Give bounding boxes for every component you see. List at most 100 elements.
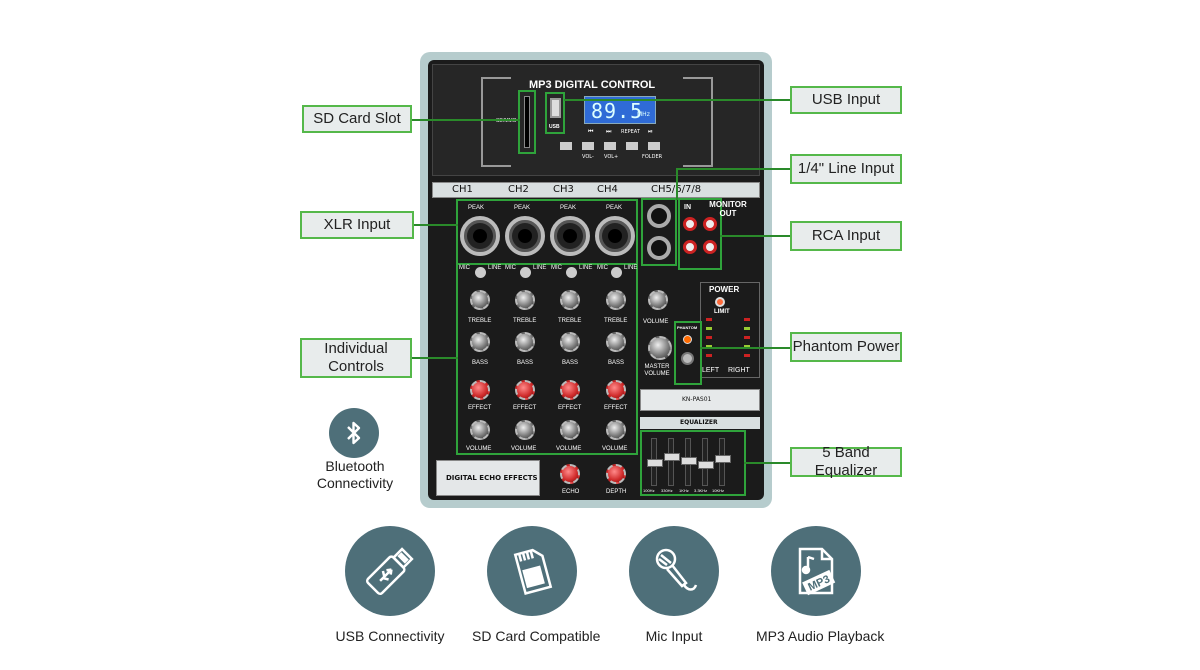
xlr-jack-ch1[interactable]: [460, 216, 500, 256]
volume-knob-ch4[interactable]: [606, 420, 626, 440]
mp3-button-2[interactable]: [582, 142, 594, 150]
eq-title: EQUALIZER: [680, 419, 718, 426]
eq-band-1khz: 1KHz: [679, 488, 689, 493]
folder-label: FOLDER: [642, 154, 663, 160]
effect-label-ch3: EFFECT: [558, 405, 582, 411]
treble-knob-ch3[interactable]: [560, 332, 580, 352]
line-label-ch1: LINE: [488, 265, 502, 271]
volume-label-ch1: VOLUME: [466, 446, 492, 452]
mic-line-switch-ch2[interactable]: [520, 267, 531, 278]
monitor-jack-2[interactable]: [703, 240, 717, 254]
master-volume-knob[interactable]: [648, 336, 672, 360]
gain-knob-ch2[interactable]: [515, 290, 535, 310]
sd-card-slot[interactable]: [518, 90, 536, 154]
left-label: LEFT: [702, 367, 720, 374]
xlr-jack-ch2[interactable]: [505, 216, 545, 256]
individual-controls-callout: Individual Controls: [300, 338, 412, 378]
depth-knob[interactable]: [606, 464, 626, 484]
treble-label-ch4: TREBLE: [604, 318, 628, 324]
effect-label-ch1: EFFECT: [468, 405, 492, 411]
ch3-label: CH3: [553, 184, 574, 195]
line-label-ch4: LINE: [624, 265, 638, 271]
lcd-unit: MHz: [637, 111, 650, 118]
phantom-button[interactable]: [681, 352, 694, 365]
eq-fader-1khz[interactable]: [681, 438, 697, 486]
feature-sd-label: SD Card Compatible: [472, 628, 601, 644]
feature-mp3: MP3 MP3 Audio Playback: [756, 526, 884, 644]
line-jack-2[interactable]: [647, 236, 671, 260]
phantom-led: [683, 335, 692, 344]
feature-mp3-circle: MP3: [771, 526, 861, 616]
rca-jack-2[interactable]: [683, 240, 697, 254]
effect-knob-ch1[interactable]: [470, 380, 490, 400]
feature-sd: SD Card Compatible: [472, 526, 601, 644]
gain-knob-ch4[interactable]: [606, 290, 626, 310]
mp3-bracket-right: [683, 77, 713, 167]
effect-knob-ch3[interactable]: [560, 380, 580, 400]
transport-next: ⏭: [606, 128, 612, 135]
usb-port[interactable]: USB: [545, 92, 565, 134]
effect-label-ch4: EFFECT: [604, 405, 628, 411]
bass-label-ch4: BASS: [608, 360, 625, 366]
usb-input-callout: USB Input: [790, 86, 902, 114]
volume-knob-ch2[interactable]: [515, 420, 535, 440]
eq-fader-10khz[interactable]: [715, 438, 731, 486]
mic-label-ch3: MIC: [551, 265, 562, 271]
volume-knob-ch3[interactable]: [560, 420, 580, 440]
five-band-eq-callout: 5 Band Equalizer: [790, 444, 902, 479]
bass-label-ch3: BASS: [562, 360, 579, 366]
echo-knob[interactable]: [560, 464, 580, 484]
rca-jack-1[interactable]: [683, 217, 697, 231]
feature-usb-label: USB Connectivity: [335, 628, 445, 644]
echo-label: ECHO: [562, 489, 580, 495]
line-jack-1[interactable]: [647, 204, 671, 228]
rca-input-group: [678, 198, 722, 270]
eq-band-3-3khz: 3.3KHz: [694, 488, 708, 493]
stereo-volume-knob[interactable]: [648, 290, 668, 310]
phantom-label: PHANTOM: [677, 325, 698, 330]
eq-fader-330hz[interactable]: [664, 438, 680, 486]
bluetooth-badge: [329, 408, 379, 458]
treble-knob-ch2[interactable]: [515, 332, 535, 352]
peak-ch4: PEAK: [606, 205, 623, 211]
master-volume-label: MASTER VOLUME: [644, 364, 670, 377]
mp3-title: MP3 DIGITAL CONTROL: [529, 79, 656, 91]
gain-knob-ch3[interactable]: [560, 290, 580, 310]
mic-line-switch-ch3[interactable]: [566, 267, 577, 278]
effect-knob-ch4[interactable]: [606, 380, 626, 400]
line-label-ch3: LINE: [579, 265, 593, 271]
vol-plus-label: VOL+: [604, 154, 619, 160]
individual-controls-connector-line: [412, 357, 458, 359]
power-led: [715, 297, 725, 307]
level-meter-left: [706, 318, 712, 358]
treble-knob-ch4[interactable]: [606, 332, 626, 352]
xlr-jack-ch3[interactable]: [550, 216, 590, 256]
mic-line-switch-ch4[interactable]: [611, 267, 622, 278]
xlr-input-callout: XLR Input: [300, 211, 414, 239]
usb-drive-icon: [365, 547, 414, 596]
effect-knob-ch2[interactable]: [515, 380, 535, 400]
monitor-jack-1[interactable]: [703, 217, 717, 231]
transport-repeat: REPEAT: [621, 129, 640, 135]
mp3-button-3[interactable]: [604, 142, 616, 150]
mp3-button-1[interactable]: [560, 142, 572, 150]
eq-fader-3-3khz[interactable]: [698, 438, 714, 486]
treble-label-ch1: TREBLE: [468, 318, 492, 324]
treble-knob-ch1[interactable]: [470, 332, 490, 352]
xlr-jack-ch4[interactable]: [595, 216, 635, 256]
volume-knob-ch1[interactable]: [470, 420, 490, 440]
rca-in-label: IN: [684, 204, 691, 211]
feature-mic-label: Mic Input: [645, 628, 703, 644]
eq-fader-100hz[interactable]: [647, 438, 663, 486]
eq-band-100hz: 100Hz: [643, 488, 655, 493]
gain-knob-ch1[interactable]: [470, 290, 490, 310]
phantom-power-group: [674, 321, 702, 385]
mp3-button-4[interactable]: [626, 142, 638, 150]
transport-play: ⏯: [648, 128, 653, 135]
mic-line-switch-ch1[interactable]: [475, 267, 486, 278]
ch2-label: CH2: [508, 184, 529, 195]
mp3-button-5[interactable]: [648, 142, 660, 150]
echo-effects-label: DIGITAL ECHO EFFECTS: [446, 474, 538, 482]
bluetooth-label: Bluetooth Connectivity: [316, 458, 394, 491]
svg-text:MP3: MP3: [806, 573, 832, 593]
